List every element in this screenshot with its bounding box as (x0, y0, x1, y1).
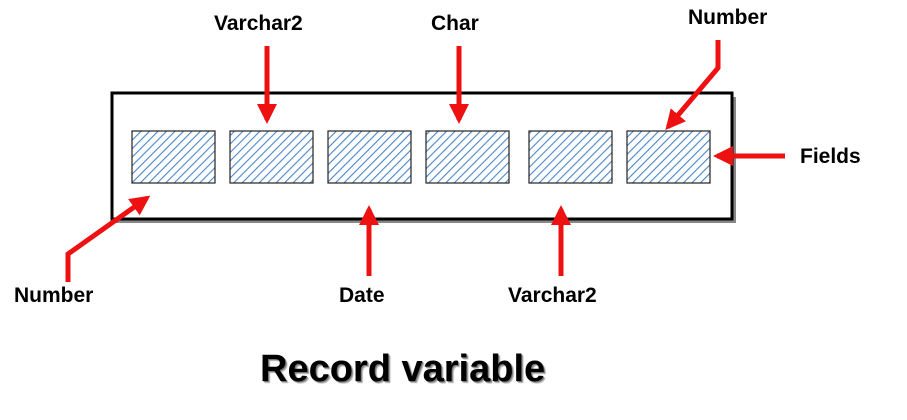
field-3 (327, 130, 412, 184)
field-6 (626, 130, 711, 184)
label-char-top: Char (431, 12, 479, 35)
label-varchar2-top: Varchar2 (214, 12, 303, 35)
arrow-number-top (665, 40, 721, 131)
arrow-number-bottom (65, 195, 151, 282)
label-fields: Fields (800, 145, 861, 168)
diagram-title: Record variable (260, 348, 546, 390)
label-number-bottom: Number (14, 284, 94, 307)
label-varchar2-bottom: Varchar2 (508, 284, 597, 307)
field-4 (425, 130, 510, 184)
field-5 (528, 130, 613, 184)
label-number-top: Number (688, 6, 768, 29)
label-date-bottom: Date (339, 284, 385, 307)
field-2 (229, 130, 314, 184)
field-1 (131, 130, 216, 184)
